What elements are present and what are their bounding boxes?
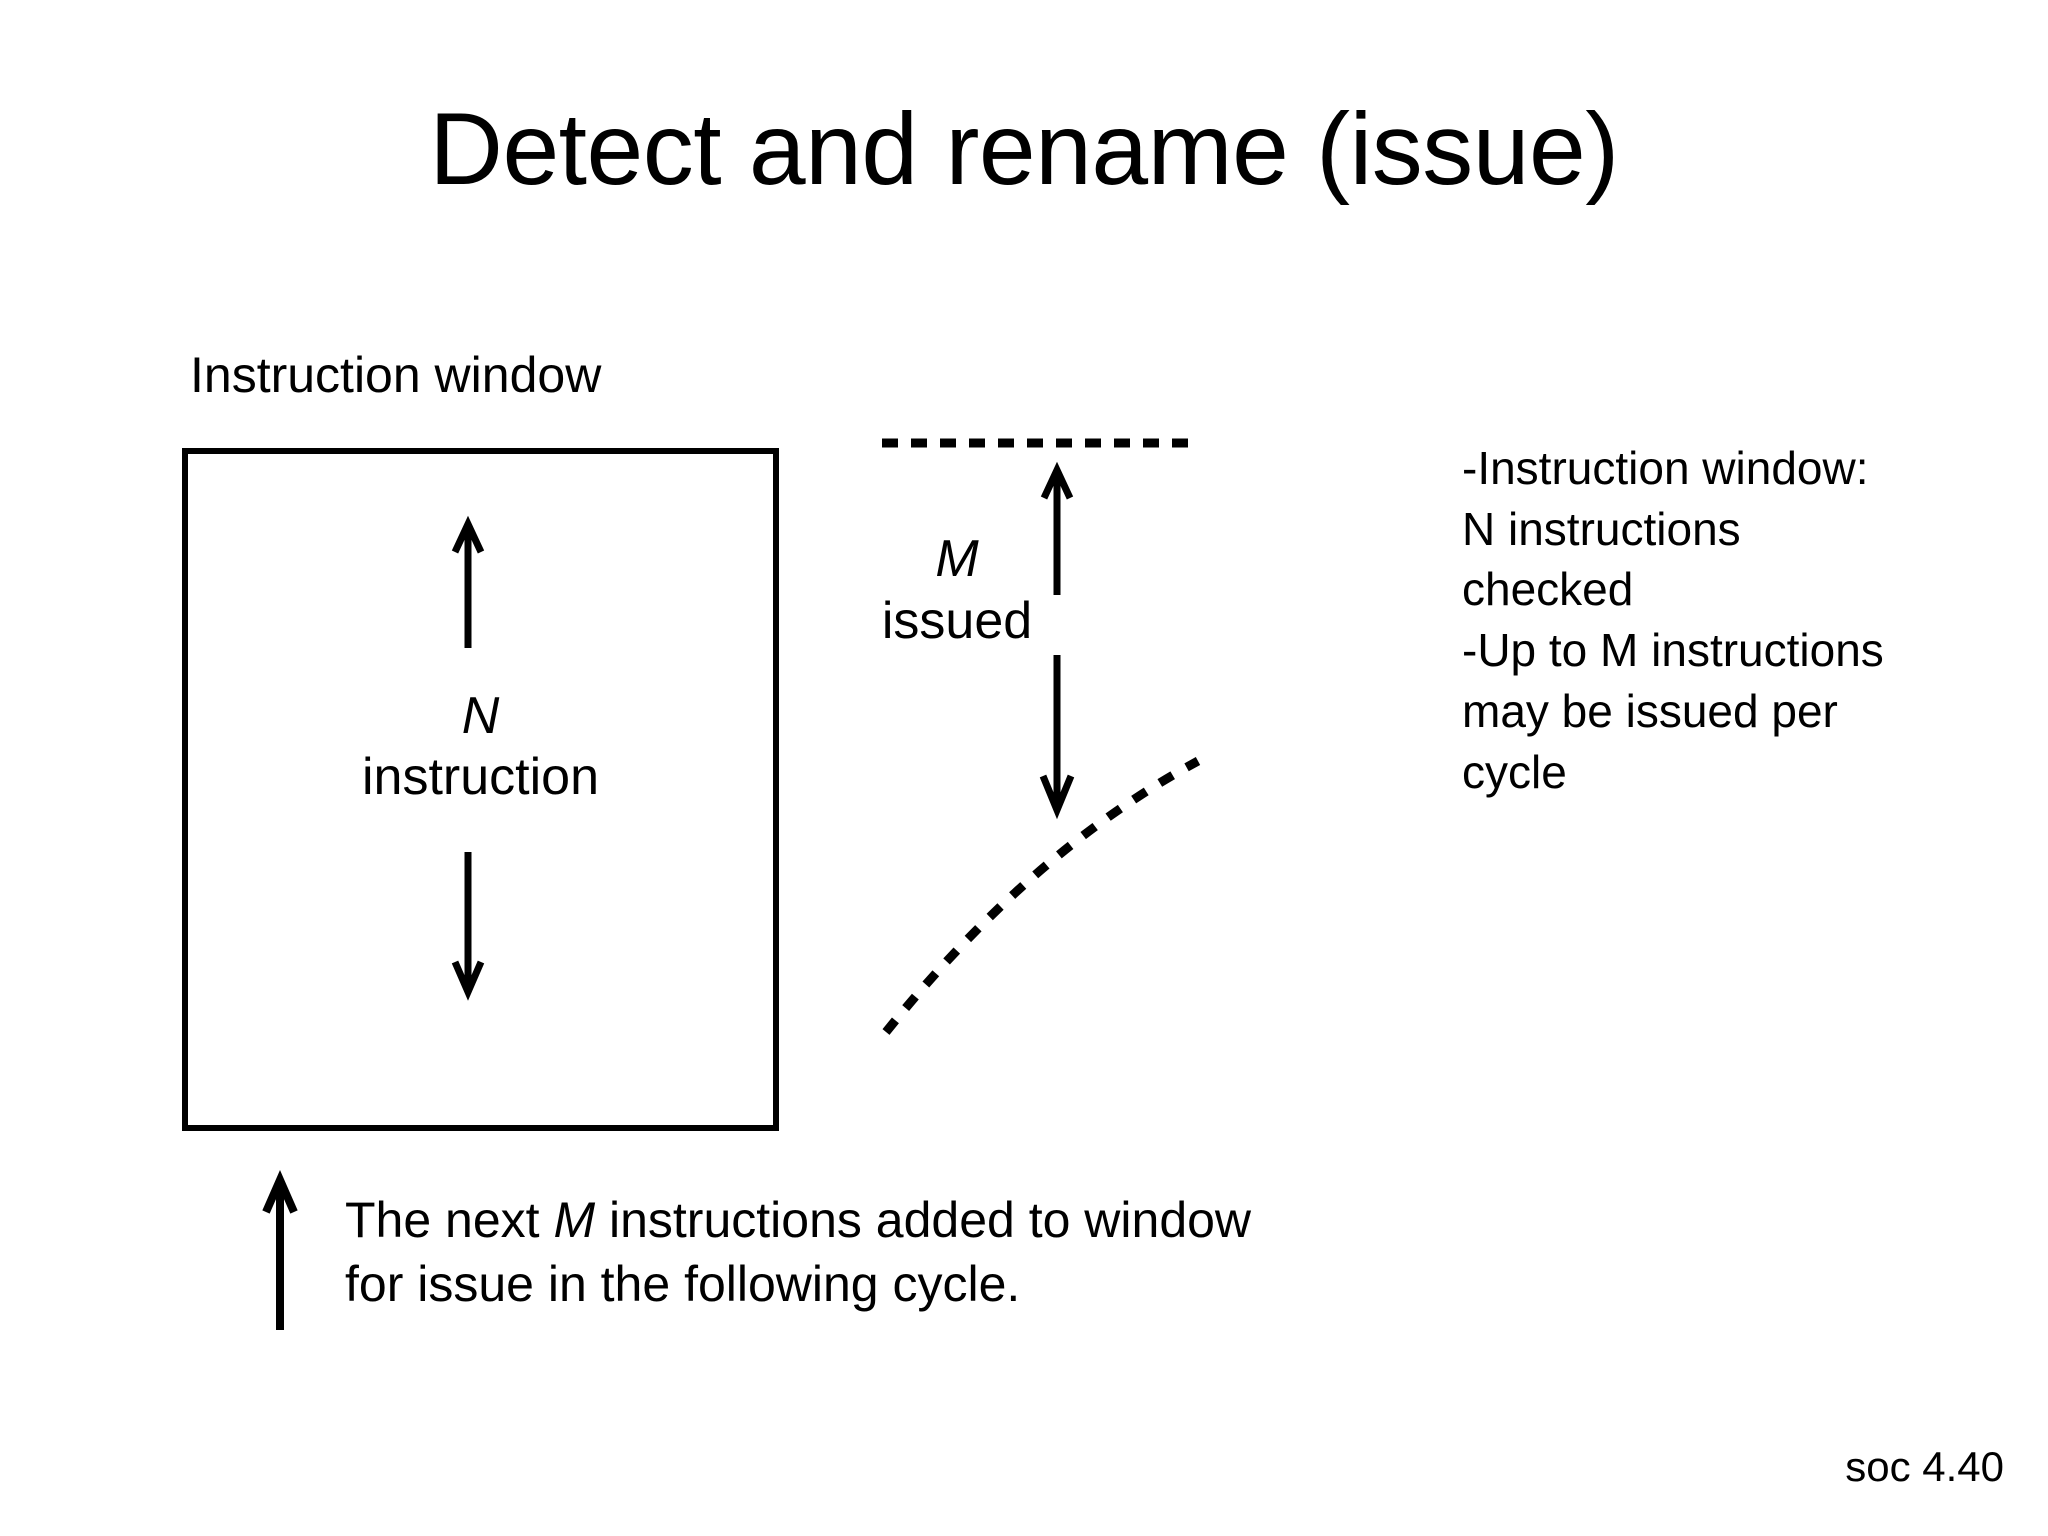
caption-line-1-before: The next: [345, 1192, 554, 1248]
n-instruction-label-group: N instruction: [182, 686, 779, 809]
notes-block: -Instruction window: N instructions chec…: [1462, 438, 1982, 802]
m-issued-label-group: M issued: [862, 528, 1052, 653]
caption-block: The next M instructions added to window …: [345, 1188, 1251, 1316]
arrow-down-icon-issue: [1039, 655, 1075, 820]
instruction-window-box: [182, 448, 779, 1131]
m-issued-word: issued: [881, 592, 1033, 651]
note-line-6: cycle: [1462, 745, 1567, 798]
caption-line-1: The next M instructions added to window: [345, 1188, 1251, 1252]
dotted-curve-icon-stream: [882, 757, 1201, 1035]
caption-m-symbol: M: [553, 1192, 596, 1248]
note-line-4: -Up to M instructions: [1462, 624, 1884, 677]
note-line-5: may be issued per: [1462, 684, 1838, 737]
note-line-1: -Instruction window:: [1462, 442, 1869, 494]
page-title: Detect and rename (issue): [429, 92, 1619, 206]
instruction-window-label: Instruction window: [190, 347, 602, 403]
m-symbol: M: [935, 530, 979, 588]
note-line-2: N instructions: [1462, 502, 1741, 555]
slide-footer: soc 4.40: [1845, 1443, 2004, 1490]
caption-line-2: for issue in the following cycle.: [345, 1256, 1021, 1312]
arrow-up-icon-refill: [262, 1170, 298, 1330]
n-instruction-word: instruction: [362, 748, 599, 807]
n-symbol: N: [461, 687, 500, 745]
caption-line-1-after: instructions added to window: [595, 1192, 1252, 1248]
note-line-3: checked: [1462, 563, 1634, 616]
